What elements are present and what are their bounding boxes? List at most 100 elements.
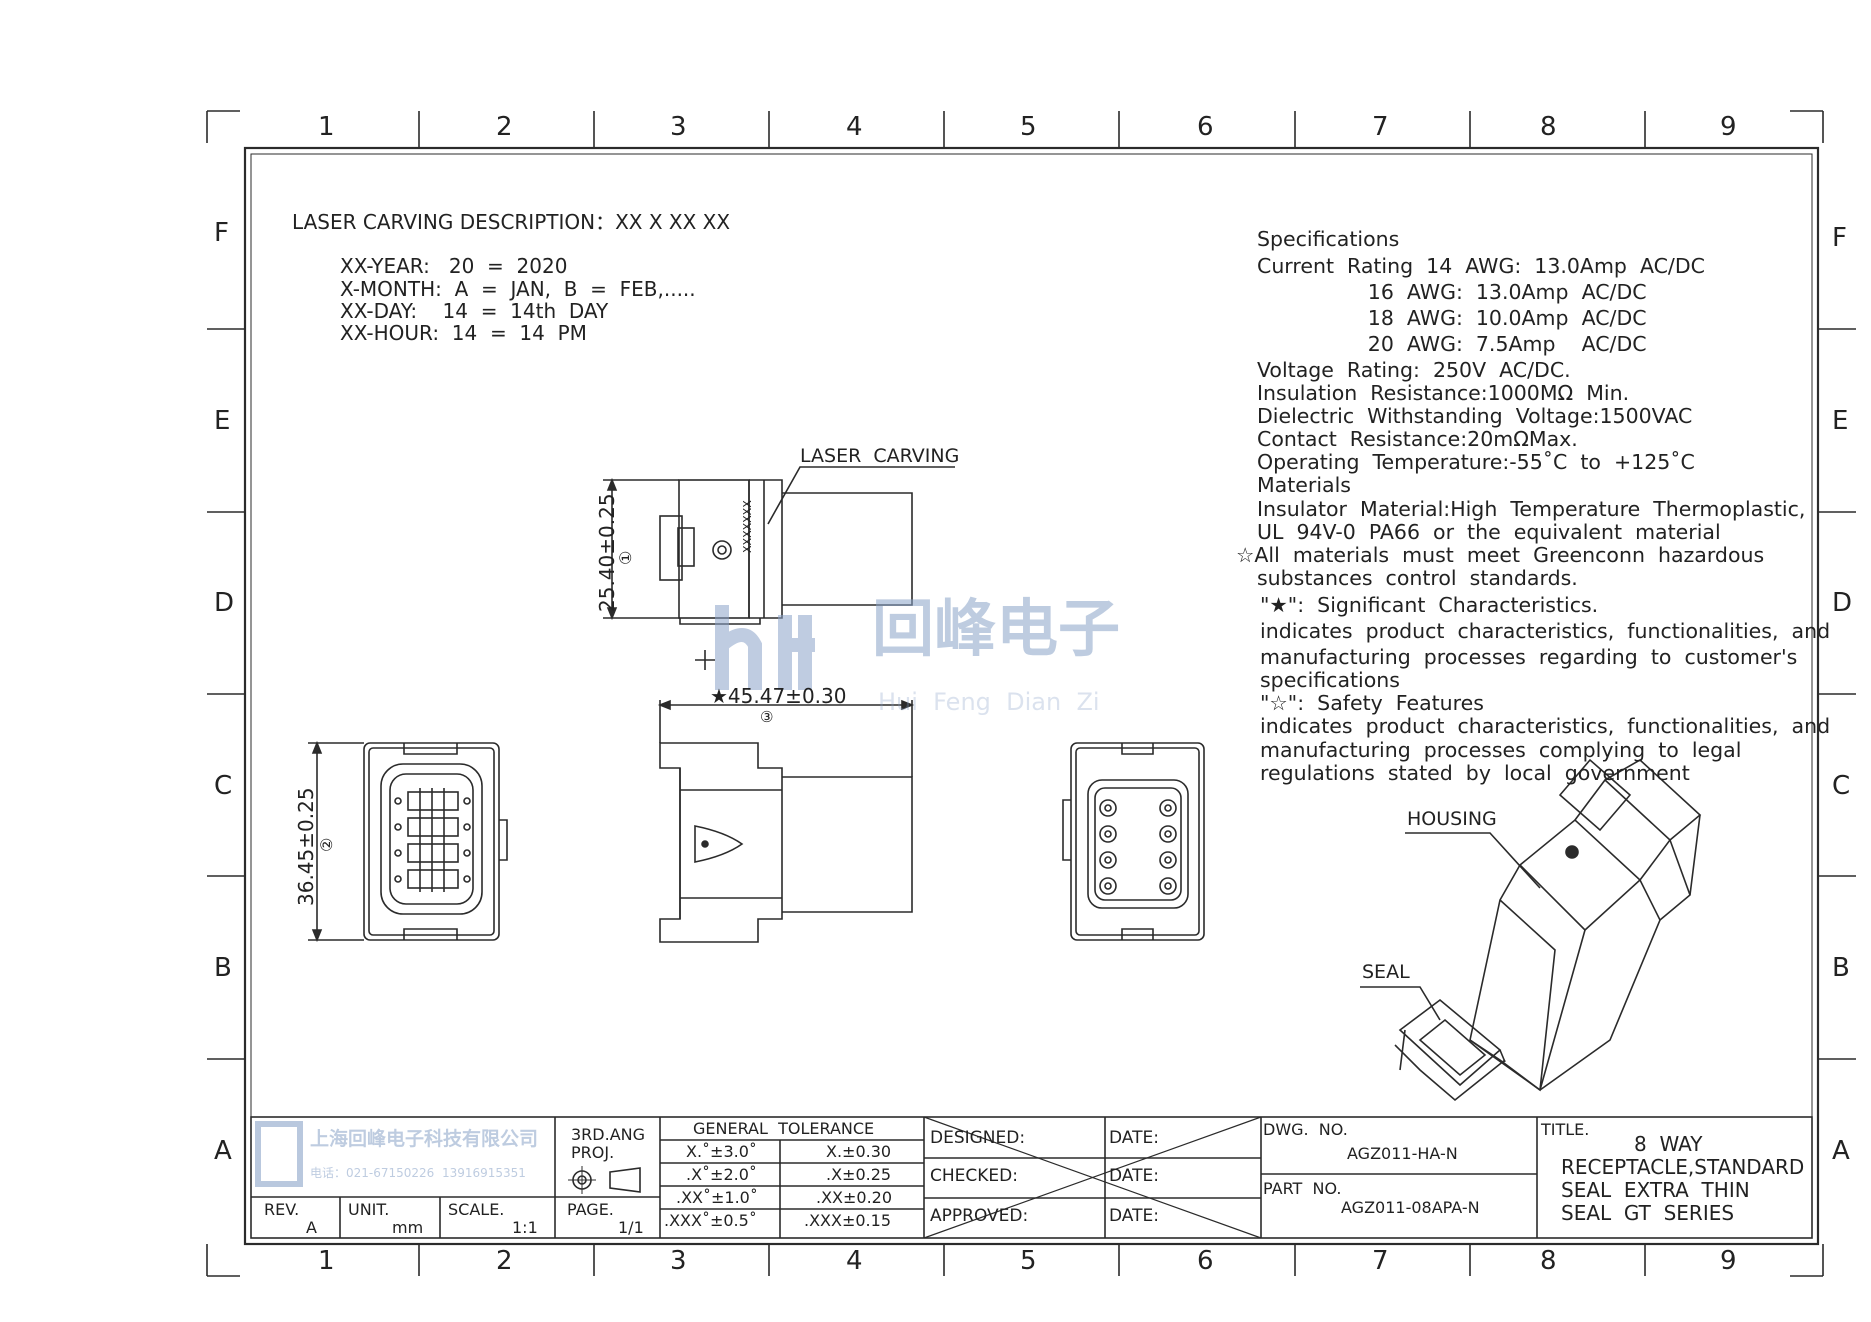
row-label-b: B xyxy=(1832,953,1850,983)
row-label-b: B xyxy=(214,953,232,983)
row-label-c: C xyxy=(214,771,233,801)
seal-callout: SEAL xyxy=(1362,961,1410,983)
dimension-tag-3: ③ xyxy=(760,708,774,726)
isometric-view xyxy=(1360,758,1702,1102)
date-label: DATE: xyxy=(1109,1166,1159,1186)
tolerance-linear-0: X.±0.30 xyxy=(826,1142,892,1161)
column-label-7: 7 xyxy=(1372,1246,1389,1276)
spec-line: specifications xyxy=(1260,668,1400,692)
spec-line: UL 94V-0 PA66 or the equivalent material xyxy=(1257,520,1721,544)
spec-line: Contact Resistance:20mΩMax. xyxy=(1257,427,1578,451)
tolerance-linear-3: .XXX±0.15 xyxy=(804,1211,891,1230)
spec-line: substances control standards. xyxy=(1257,566,1578,590)
column-label-2: 2 xyxy=(496,112,513,142)
row-label-f: F xyxy=(214,218,229,248)
laser-carving-callout: LASER CARVING xyxy=(800,445,960,467)
spec-line: 18 AWG: 10.0Amp AC/DC xyxy=(1257,306,1647,330)
watermark-logo xyxy=(715,605,815,690)
date-label: DATE: xyxy=(1109,1206,1159,1226)
spec-line: Voltage Rating: 250V AC/DC. xyxy=(1257,358,1571,382)
dimension-length: ★45.47±0.30 xyxy=(710,684,847,708)
column-label-4: 4 xyxy=(846,1246,863,1276)
spec-line: Specifications xyxy=(1257,227,1400,251)
spec-line: Materials xyxy=(1257,473,1351,497)
row-label-f: F xyxy=(1832,223,1847,253)
drawing-number: AGZ011-HA-N xyxy=(1347,1144,1458,1163)
tolerance-angle-1: .X˚±2.0˚ xyxy=(686,1165,757,1184)
tolerance-linear-2: .XX±0.20 xyxy=(816,1188,893,1207)
title-line: RECEPTACLE,STANDARD xyxy=(1561,1155,1805,1179)
drawing-number-label: DWG. NO. xyxy=(1263,1120,1348,1139)
dimension-height-top: 25.40±0.25 xyxy=(595,493,619,612)
designed-label: DESIGNED: xyxy=(930,1128,1026,1148)
page-value: 1/1 xyxy=(618,1218,644,1237)
laser-note-line: X-MONTH: A = JAN, B = FEB,..... xyxy=(340,277,696,301)
row-label-d: D xyxy=(1832,588,1853,618)
column-label-9: 9 xyxy=(1720,112,1737,142)
row-label-e: E xyxy=(1832,406,1849,436)
tolerance-angle-3: .XXX˚±0.5˚ xyxy=(664,1211,757,1230)
projection-label: 3RD.ANG PROJ. xyxy=(571,1125,646,1163)
rev-value: A xyxy=(306,1218,317,1237)
page-label: PAGE. xyxy=(567,1200,614,1219)
tolerance-linear-1: .X±0.25 xyxy=(826,1165,892,1184)
row-label-a: A xyxy=(1832,1136,1850,1166)
rev-label: REV. xyxy=(264,1200,300,1219)
approved-label: APPROVED: xyxy=(930,1206,1029,1226)
spec-line: Dielectric Withstanding Voltage:1500VAC xyxy=(1257,404,1693,428)
side-view xyxy=(657,699,915,943)
spec-line: manufacturing processes regarding to cus… xyxy=(1260,645,1798,669)
column-label-6: 6 xyxy=(1197,1246,1214,1276)
spec-line: regulations stated by local government xyxy=(1260,761,1690,785)
dimension-tag-1: ① xyxy=(616,550,635,565)
dimension-height-front: 36.45±0.25 xyxy=(294,787,318,906)
laser-note-line: XX-HOUR: 14 = 14 PM xyxy=(340,321,587,345)
tolerance-angle-0: X.˚±3.0˚ xyxy=(686,1142,757,1161)
part-number: AGZ011-08APA-N xyxy=(1341,1198,1480,1217)
watermark-cn: 回峰电子 xyxy=(872,592,1121,665)
spec-line: Operating Temperature:-55˚C to +125˚C xyxy=(1257,450,1695,474)
spec-line: Current Rating 14 AWG: 13.0Amp AC/DC xyxy=(1257,254,1705,278)
company-name: 上海回峰电子科技有限公司 xyxy=(310,1128,539,1150)
spec-line: indicates product characteristics, funct… xyxy=(1260,714,1831,738)
carving-text: XXXXXXX xyxy=(741,500,754,553)
column-label-1: 1 xyxy=(318,112,335,142)
title-line: SEAL EXTRA THIN xyxy=(1561,1178,1750,1202)
column-label-1: 1 xyxy=(318,1246,335,1276)
title-line: SEAL GT SERIES xyxy=(1561,1201,1735,1225)
row-label-e: E xyxy=(214,406,231,436)
spec-line: indicates product characteristics, funct… xyxy=(1260,619,1831,643)
date-label: DATE: xyxy=(1109,1128,1159,1148)
column-label-3: 3 xyxy=(670,112,687,142)
housing-callout: HOUSING xyxy=(1407,808,1497,830)
part-number-label: PART NO. xyxy=(1263,1179,1342,1198)
column-label-3: 3 xyxy=(670,1246,687,1276)
rear-view xyxy=(1062,742,1205,941)
spec-line: Insulator Material:High Temperature Ther… xyxy=(1257,497,1806,521)
scale-label: SCALE. xyxy=(448,1200,505,1219)
column-label-8: 8 xyxy=(1540,112,1557,142)
tolerance-angle-2: .XX˚±1.0˚ xyxy=(676,1188,758,1207)
spec-line: "☆": Safety Features xyxy=(1260,691,1484,715)
laser-note-line: XX-DAY: 14 = 14th DAY xyxy=(340,299,609,323)
checked-label: CHECKED: xyxy=(930,1166,1018,1186)
title-block-lines xyxy=(250,1116,1813,1239)
row-label-a: A xyxy=(214,1136,232,1166)
column-label-8: 8 xyxy=(1540,1246,1557,1276)
column-label-6: 6 xyxy=(1197,112,1214,142)
scale-value: 1:1 xyxy=(512,1218,538,1237)
tolerance-header: GENERAL TOLERANCE xyxy=(693,1119,875,1138)
front-view xyxy=(308,740,508,943)
spec-line: "★": Significant Characteristics. xyxy=(1260,593,1599,617)
laser-note-line: XX-YEAR: 20 = 2020 xyxy=(340,254,568,278)
spec-line: manufacturing processes complying to leg… xyxy=(1260,738,1742,762)
watermark-en: Hui Feng Dian Zi xyxy=(878,688,1100,716)
column-label-2: 2 xyxy=(496,1246,513,1276)
spec-line: 16 AWG: 13.0Amp AC/DC xyxy=(1257,280,1647,304)
spec-line: Insulation Resistance:1000MΩ Min. xyxy=(1257,381,1630,405)
column-label-5: 5 xyxy=(1020,1246,1037,1276)
spec-line: 20 AWG: 7.5Amp AC/DC xyxy=(1257,332,1647,356)
unit-value: mm xyxy=(392,1218,424,1237)
